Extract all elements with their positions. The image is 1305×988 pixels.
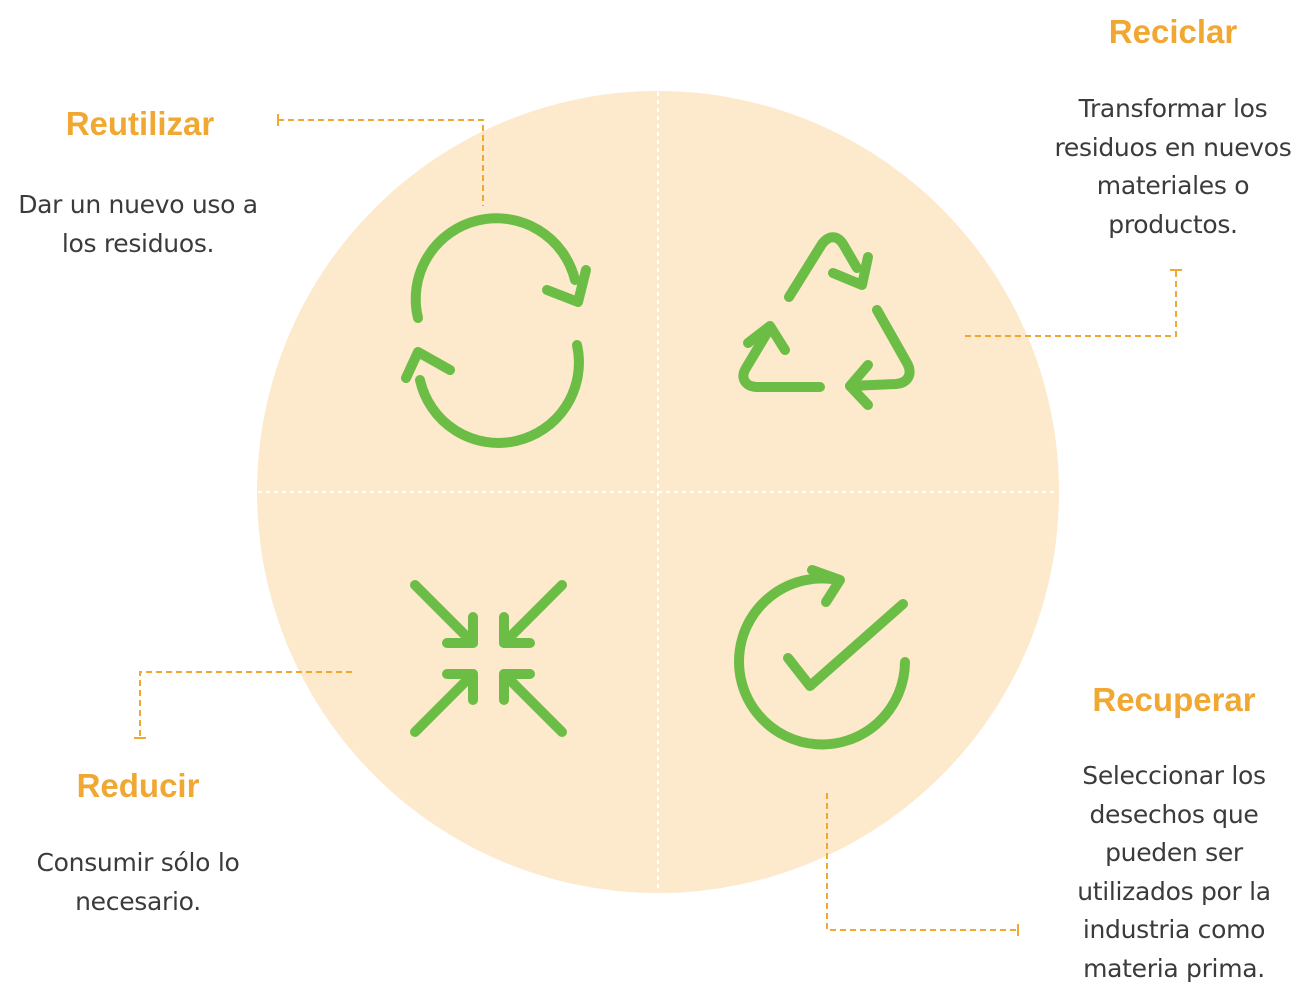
description-line: Consumir sólo lo: [8, 844, 268, 883]
description-line: materiales o: [1040, 167, 1305, 206]
reutilizar-title: Reutilizar: [30, 104, 250, 144]
description-line: materia prima.: [1046, 950, 1302, 988]
description-line: Seleccionar los: [1046, 757, 1302, 796]
description-line: residuos en nuevos: [1040, 129, 1305, 168]
reciclar-title: Reciclar: [1063, 12, 1283, 52]
description-line: los residuos.: [0, 225, 276, 264]
description-line: industria como: [1046, 911, 1302, 950]
reducir-title: Reducir: [28, 766, 248, 806]
reutilizar-description: Dar un nuevo uso a los residuos.: [0, 186, 276, 263]
description-line: Transformar los: [1040, 90, 1305, 129]
recuperar-description: Seleccionar los desechos que pueden ser …: [1046, 757, 1302, 988]
description-line: Dar un nuevo uso a: [0, 186, 276, 225]
description-line: desechos que: [1046, 796, 1302, 835]
recuperar-title: Recuperar: [1052, 680, 1296, 720]
description-line: productos.: [1040, 206, 1305, 245]
reducir-description: Consumir sólo lo necesario.: [8, 844, 268, 921]
reciclar-description: Transformar los residuos en nuevos mater…: [1040, 90, 1305, 244]
description-line: pueden ser: [1046, 834, 1302, 873]
description-line: necesario.: [8, 883, 268, 922]
description-line: utilizados por la: [1046, 873, 1302, 912]
